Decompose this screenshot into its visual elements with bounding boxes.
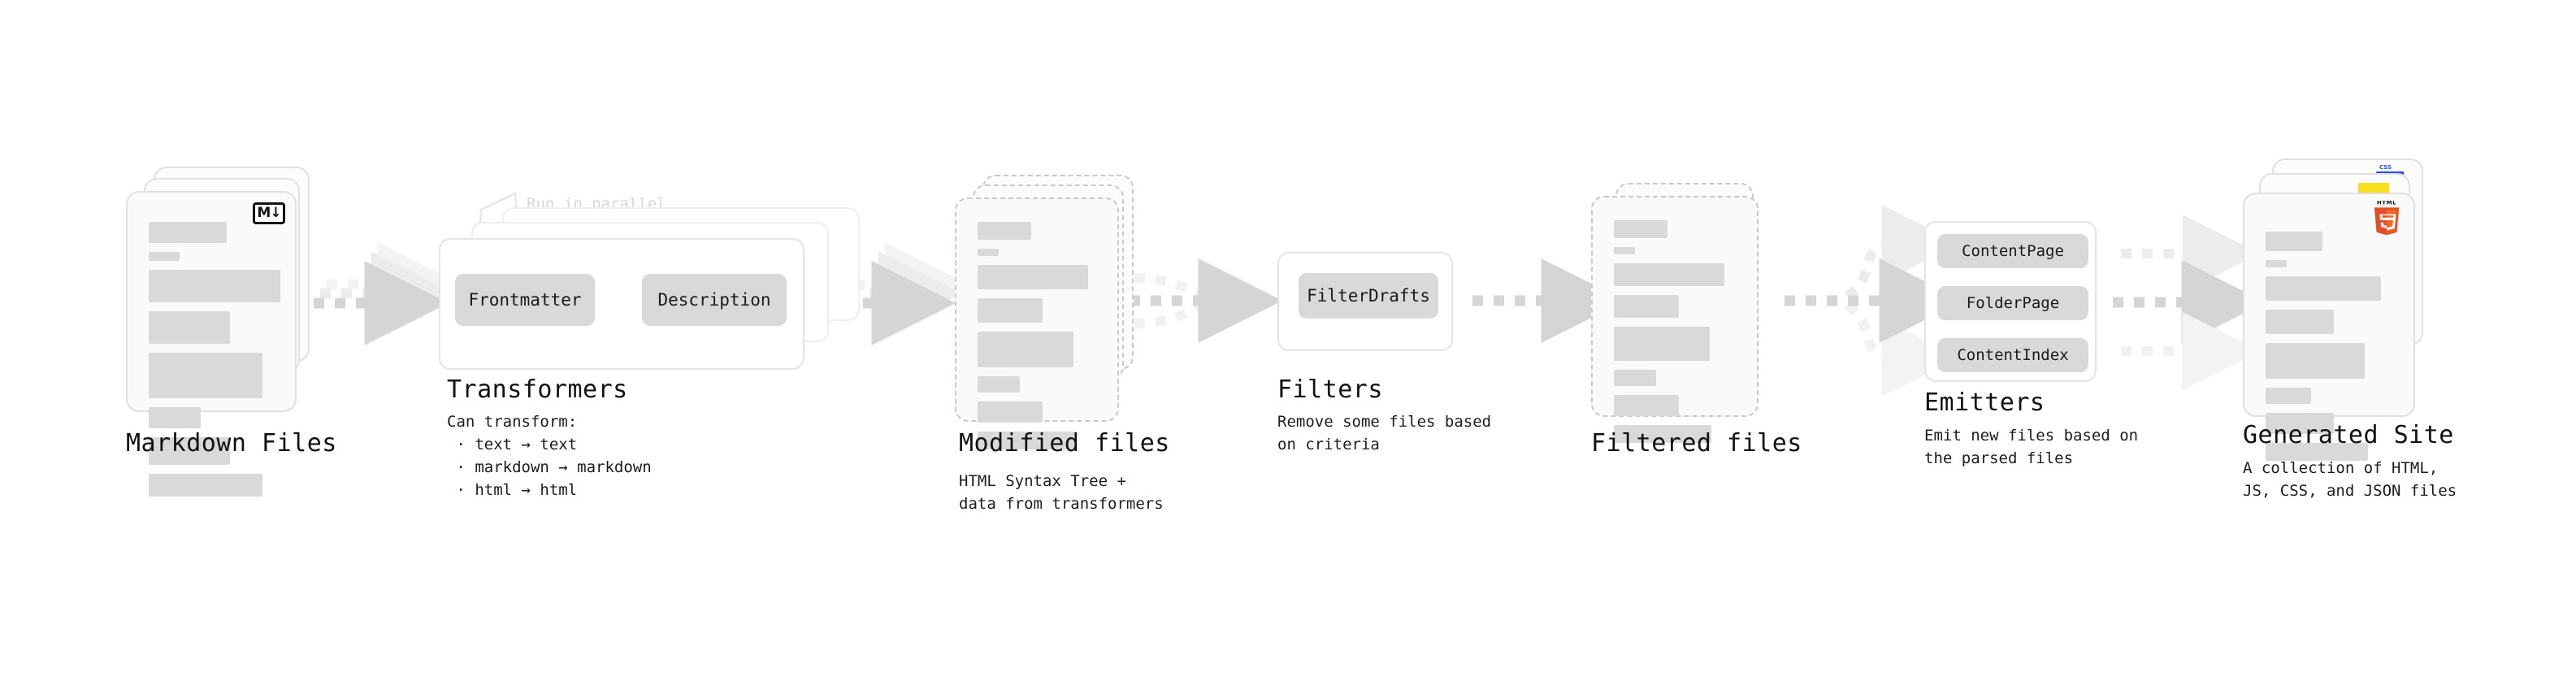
content-bar	[1614, 247, 1635, 254]
markdown-card-content	[149, 222, 280, 505]
transformers-description: Can transform: · text → text · markdown …	[447, 413, 652, 499]
site-card-content	[2266, 232, 2396, 470]
content-bar	[1614, 425, 1711, 443]
emitter-chip-folderpage[interactable]: FolderPage	[1937, 286, 2088, 320]
content-bar	[149, 437, 230, 465]
markdown-files-stack: M↓	[126, 167, 313, 497]
content-bar	[978, 222, 1031, 240]
markdown-files-title: Markdown Files	[126, 429, 337, 458]
filters-title: Filters	[1277, 375, 1383, 404]
content-bar	[1614, 327, 1710, 361]
arrow-modified-to-filters	[1130, 258, 1283, 343]
filters-description: Remove some files based on criteria	[1277, 413, 1492, 453]
content-bar	[149, 311, 230, 344]
content-bar	[1614, 220, 1667, 238]
filtered-card-content	[1614, 220, 1739, 452]
modified-files-description: HTML Syntax Tree + data from transformer…	[959, 472, 1164, 513]
arrow-filtered-to-emitters	[1785, 205, 1964, 397]
content-bar	[149, 270, 280, 302]
arrow-markdown-to-transformers	[314, 242, 462, 345]
emitters-title: Emitters	[1924, 388, 2045, 417]
modified-files-title: Modified files	[959, 429, 1170, 458]
content-bar	[2266, 388, 2311, 404]
transformers-box: Frontmatter Description	[439, 238, 804, 370]
arrow-emitters-to-site	[2113, 215, 2266, 390]
modified-card-front	[955, 197, 1119, 449]
content-bar	[978, 432, 1075, 449]
filter-chip-filterdrafts[interactable]: FilterDrafts	[1299, 273, 1438, 319]
transformers-stack: Frontmatter Description	[439, 207, 861, 370]
emitter-chip-contentpage[interactable]: ContentPage	[1937, 234, 2088, 268]
content-bar	[2266, 260, 2287, 267]
filtered-files-stack	[1591, 183, 1778, 443]
content-bar	[149, 407, 201, 428]
markdown-card-front: M↓	[126, 191, 297, 497]
emitter-chip-contentindex[interactable]: ContentIndex	[1937, 338, 2088, 372]
content-bar	[1614, 395, 1679, 416]
filtered-card-front	[1591, 196, 1759, 443]
content-bar	[149, 252, 180, 261]
filters-box: FilterDrafts	[1277, 252, 1453, 351]
emitters-box: ContentPage FolderPage ContentIndex	[1924, 221, 2097, 382]
content-bar	[978, 376, 1020, 393]
content-bar	[2266, 413, 2334, 434]
content-bar	[149, 353, 262, 398]
svg-text:HTML: HTML	[2377, 201, 2396, 206]
content-bar	[978, 332, 1073, 367]
content-bar	[1614, 295, 1679, 318]
generated-site-title: Generated Site	[2243, 421, 2454, 449]
content-bar	[1614, 263, 1724, 286]
content-bar	[978, 298, 1043, 323]
filtered-files-title: Filtered files	[1591, 429, 1802, 458]
content-bar	[2266, 343, 2365, 379]
content-bar	[978, 401, 1043, 423]
markdown-badge-icon: M↓	[253, 202, 285, 224]
content-bar	[149, 222, 227, 243]
content-bar	[978, 249, 999, 256]
transformers-title: Transformers	[447, 375, 628, 404]
html5-logo-icon: HTML	[2374, 201, 2400, 236]
transformer-chip-frontmatter[interactable]: Frontmatter	[455, 274, 595, 326]
content-bar	[149, 474, 262, 497]
content-bar	[2266, 276, 2381, 301]
generated-site-stack: CSS HTML	[2243, 158, 2446, 461]
content-bar	[2266, 443, 2368, 461]
content-bar	[2266, 232, 2322, 251]
site-card-front: HTML	[2243, 193, 2415, 461]
modified-card-content	[978, 222, 1099, 458]
content-bar	[978, 265, 1088, 289]
content-bar	[1614, 370, 1656, 386]
generated-site-description: A collection of HTML, JS, CSS, and JSON …	[2243, 459, 2457, 500]
transformer-chip-description[interactable]: Description	[642, 274, 787, 326]
content-bar	[2266, 310, 2334, 334]
emitters-description: Emit new files based on the parsed files	[1924, 427, 2139, 467]
modified-files-stack	[955, 175, 1142, 449]
